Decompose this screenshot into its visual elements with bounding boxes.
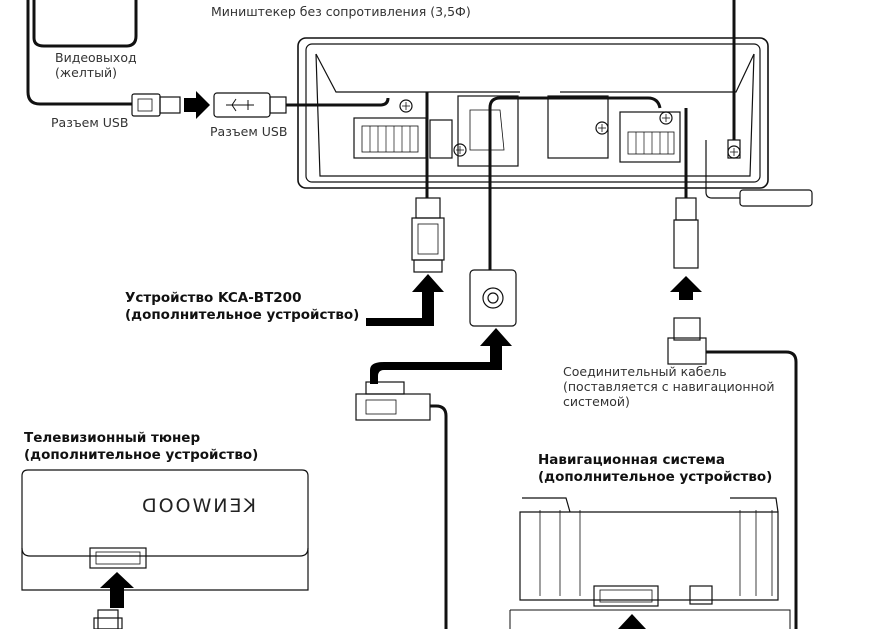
center-connector [469,269,517,327]
ground-terminal [739,189,813,207]
video-out-label-line1: Видеовыход [55,50,137,65]
right-connector-arrow [670,276,702,300]
usb-arrow [184,91,210,119]
mini-plug-label: Миништекер без сопротивления (3,5Ф) [211,4,471,19]
video-out-label: Видеовыход (желтый) [55,50,137,80]
connection-cable-label-line2: (поставляется с навигационной [563,379,775,394]
ground-wire [705,140,740,199]
tv-tuner [21,469,309,629]
video-cable [26,0,138,106]
kca-bt200-label-line2: (дополнительное устройство) [125,307,360,323]
bt200-connector [411,197,445,273]
tv-tuner-label: Телевизионный тюнер (дополнительное устр… [24,430,258,464]
usb-connector-right [213,92,287,118]
connection-cable-label: Соединительный кабель (поставляется с на… [563,364,775,409]
tv-tuner-label-line1: Телевизионный тюнер [24,430,201,446]
usb-connector-left [131,93,181,117]
usb-connector-left-label: Разъем USB [51,115,129,130]
mini-plug [727,139,741,159]
tuner-cable [430,404,448,629]
video-out-label-line2: (желтый) [55,65,117,80]
bt200-arrow [366,274,444,326]
connection-cable-plug [667,317,707,365]
center-cable [488,96,662,270]
head-unit [297,37,769,189]
kca-bt200-label-line1: Устройство KCA-BT200 [125,290,302,306]
navigation-system [509,497,791,629]
usb-cable-right [286,97,390,107]
right-connector [673,197,699,269]
connection-cable-label-line1: Соединительный кабель [563,364,727,379]
tuner-cable-connector [355,381,431,421]
usb-connector-right-label: Разъем USB [210,124,288,139]
tv-tuner-label-line2: (дополнительное устройство) [24,447,259,463]
center-arrow [370,328,512,384]
navigation-system-label-line1: Навигационная система [538,452,726,468]
navigation-system-label-line2: (дополнительное устройство) [538,469,773,485]
tuner-arrow [100,572,134,608]
navigation-system-label: Навигационная система (дополнительное ус… [538,452,772,486]
tuner-brand-text: KENWOOD [140,495,256,517]
connection-cable [706,350,798,629]
connection-cable-label-line3: системой) [563,394,630,409]
kca-bt200-label: Устройство KCA-BT200 (дополнительное уст… [125,290,359,324]
nav-arrow [618,614,646,629]
